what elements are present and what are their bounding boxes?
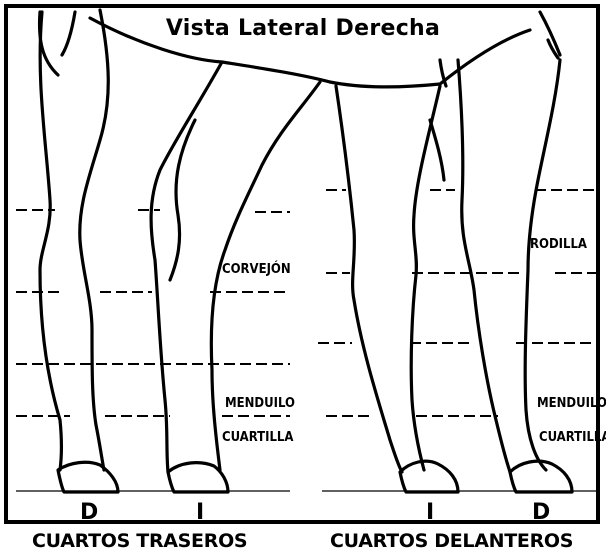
fore-left-letter: I [426,500,434,525]
hind-hock-label: CORVEJÓN [222,262,291,277]
hind-quarters-drawing [40,10,330,492]
hind-left-letter: I [196,500,204,525]
fore-pastern-label: CUARTILLA [539,430,606,445]
fore-reference-lines [318,190,596,416]
hind-group-label: CUARTOS TRASEROS [32,530,247,552]
fore-right-letter: D [532,500,550,525]
fore-quarters-drawing [330,12,572,492]
hind-right-letter: D [80,500,98,525]
fore-fetlock-label: MENDUILO [537,396,606,411]
hind-pastern-label: CUARTILLA [222,430,293,445]
diagram-title: Vista Lateral Derecha [0,16,606,41]
outer-frame [6,6,598,522]
fore-group-label: CUARTOS DELANTEROS [330,530,573,552]
fore-knee-label: RODILLA [530,237,587,252]
hind-fetlock-label: MENDUILO [225,396,295,411]
